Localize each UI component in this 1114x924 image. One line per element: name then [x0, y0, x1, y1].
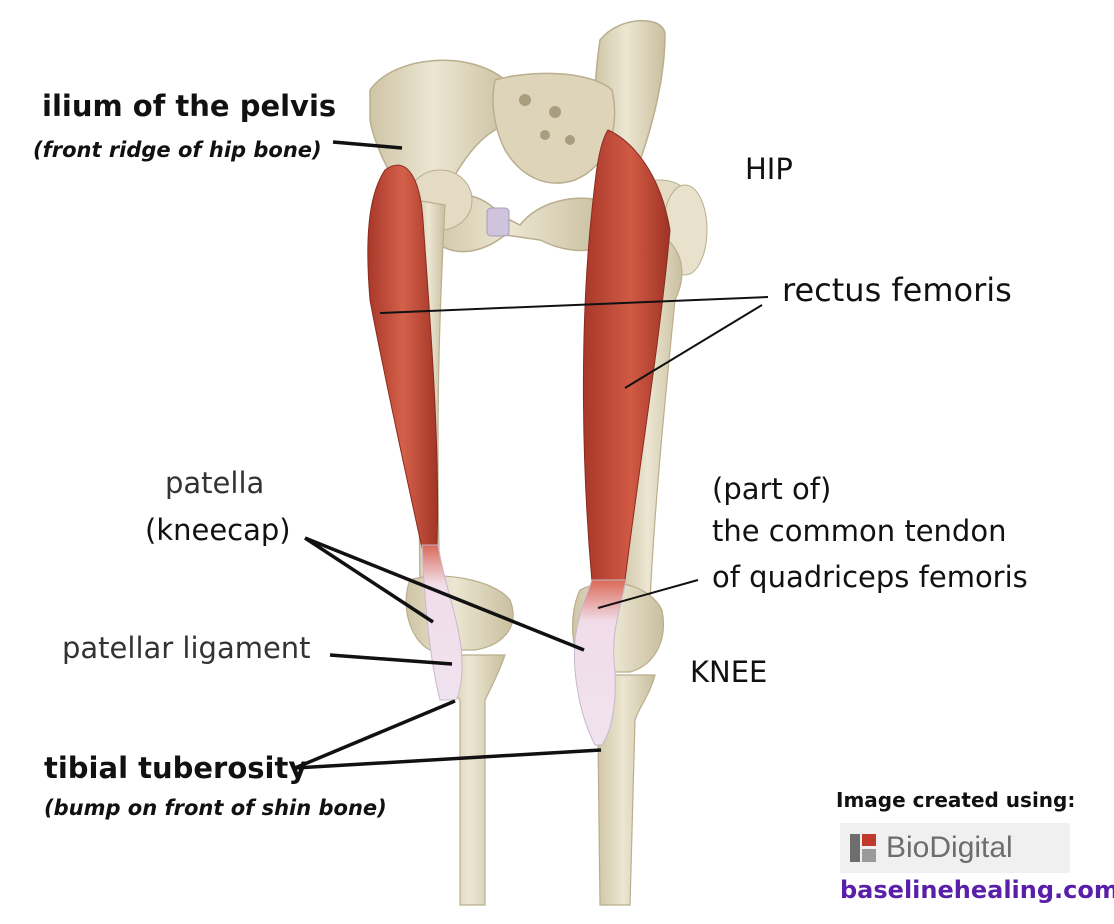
site-link[interactable]: baselinehealing.com	[840, 876, 1114, 904]
label-rectus-femoris: rectus femoris	[782, 271, 1012, 309]
label-patella: patella	[165, 466, 265, 500]
leader-tendon	[597, 579, 699, 609]
biodigital-brand: BioDigital	[886, 831, 1013, 864]
leader-patella-left	[304, 536, 434, 624]
biodigital-logo-icon	[850, 834, 878, 862]
leader-tibial-right	[294, 748, 602, 770]
leader-patellar-ligament	[329, 653, 453, 666]
label-tendon-2: the common tendon	[712, 514, 1007, 548]
label-patellar-ligament: patellar ligament	[62, 631, 311, 665]
label-tibial-tuberosity: tibial tuberosity	[44, 751, 308, 785]
label-knee: KNEE	[690, 655, 768, 689]
right-rectus-femoris	[573, 129, 671, 746]
label-hip: HIP	[745, 152, 793, 186]
label-ilium: ilium of the pelvis	[42, 89, 337, 123]
label-ilium-sub: (front ridge of hip bone)	[33, 138, 322, 162]
leader-rectus-left	[379, 296, 769, 314]
biodigital-logo-box: BioDigital	[840, 823, 1070, 873]
leader-patella-right	[304, 536, 585, 652]
label-tendon-3: of quadriceps femoris	[712, 560, 1028, 594]
label-tendon-1: (part of)	[712, 472, 832, 506]
leader-lines	[294, 140, 769, 770]
credit-created-using: Image created using:	[836, 788, 1076, 812]
leader-tibial-left	[294, 699, 456, 770]
label-tibial-sub: (bump on front of shin bone)	[44, 796, 387, 820]
label-kneecap: (kneecap)	[145, 513, 291, 547]
leader-rectus-right	[624, 304, 763, 389]
leader-ilium	[332, 140, 403, 150]
